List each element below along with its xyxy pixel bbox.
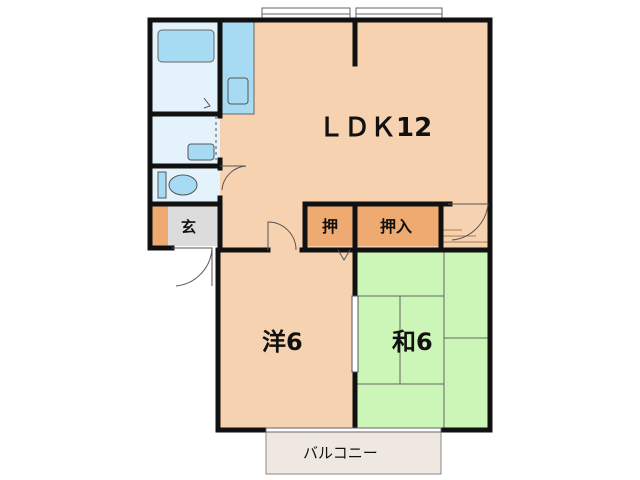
toilet-bowl-icon xyxy=(168,174,198,196)
japanese-room-label: 和6 xyxy=(392,328,433,356)
top-windows xyxy=(261,7,443,21)
japanese-room-floor xyxy=(355,250,488,428)
ldk-label: ＬＤＫ12 xyxy=(318,113,432,143)
bathtub-icon xyxy=(157,29,215,63)
closet-small-floor xyxy=(305,204,355,246)
entrance-step xyxy=(152,206,168,246)
entrance-floor xyxy=(168,206,220,246)
sliding-door xyxy=(351,295,359,373)
closet-label: 押入 xyxy=(380,217,412,236)
doors xyxy=(172,97,489,287)
wash-basin-icon xyxy=(187,143,215,161)
tatami-lines xyxy=(355,250,488,428)
balcony-floor xyxy=(265,431,442,475)
closet-floor xyxy=(355,204,441,246)
closet-small-label: 押 xyxy=(322,217,338,236)
stair-floor xyxy=(441,204,488,246)
western-room-label: 洋6 xyxy=(262,328,303,356)
walls xyxy=(147,17,493,433)
toilet-tank-icon xyxy=(157,171,167,199)
western-room-floor xyxy=(220,250,355,428)
sink-basin-icon xyxy=(227,77,249,105)
balcony-label: バルコニー xyxy=(303,444,378,462)
stair-steps xyxy=(441,229,488,243)
entrance-label: 玄 xyxy=(181,218,196,236)
balcony-window xyxy=(265,427,442,433)
